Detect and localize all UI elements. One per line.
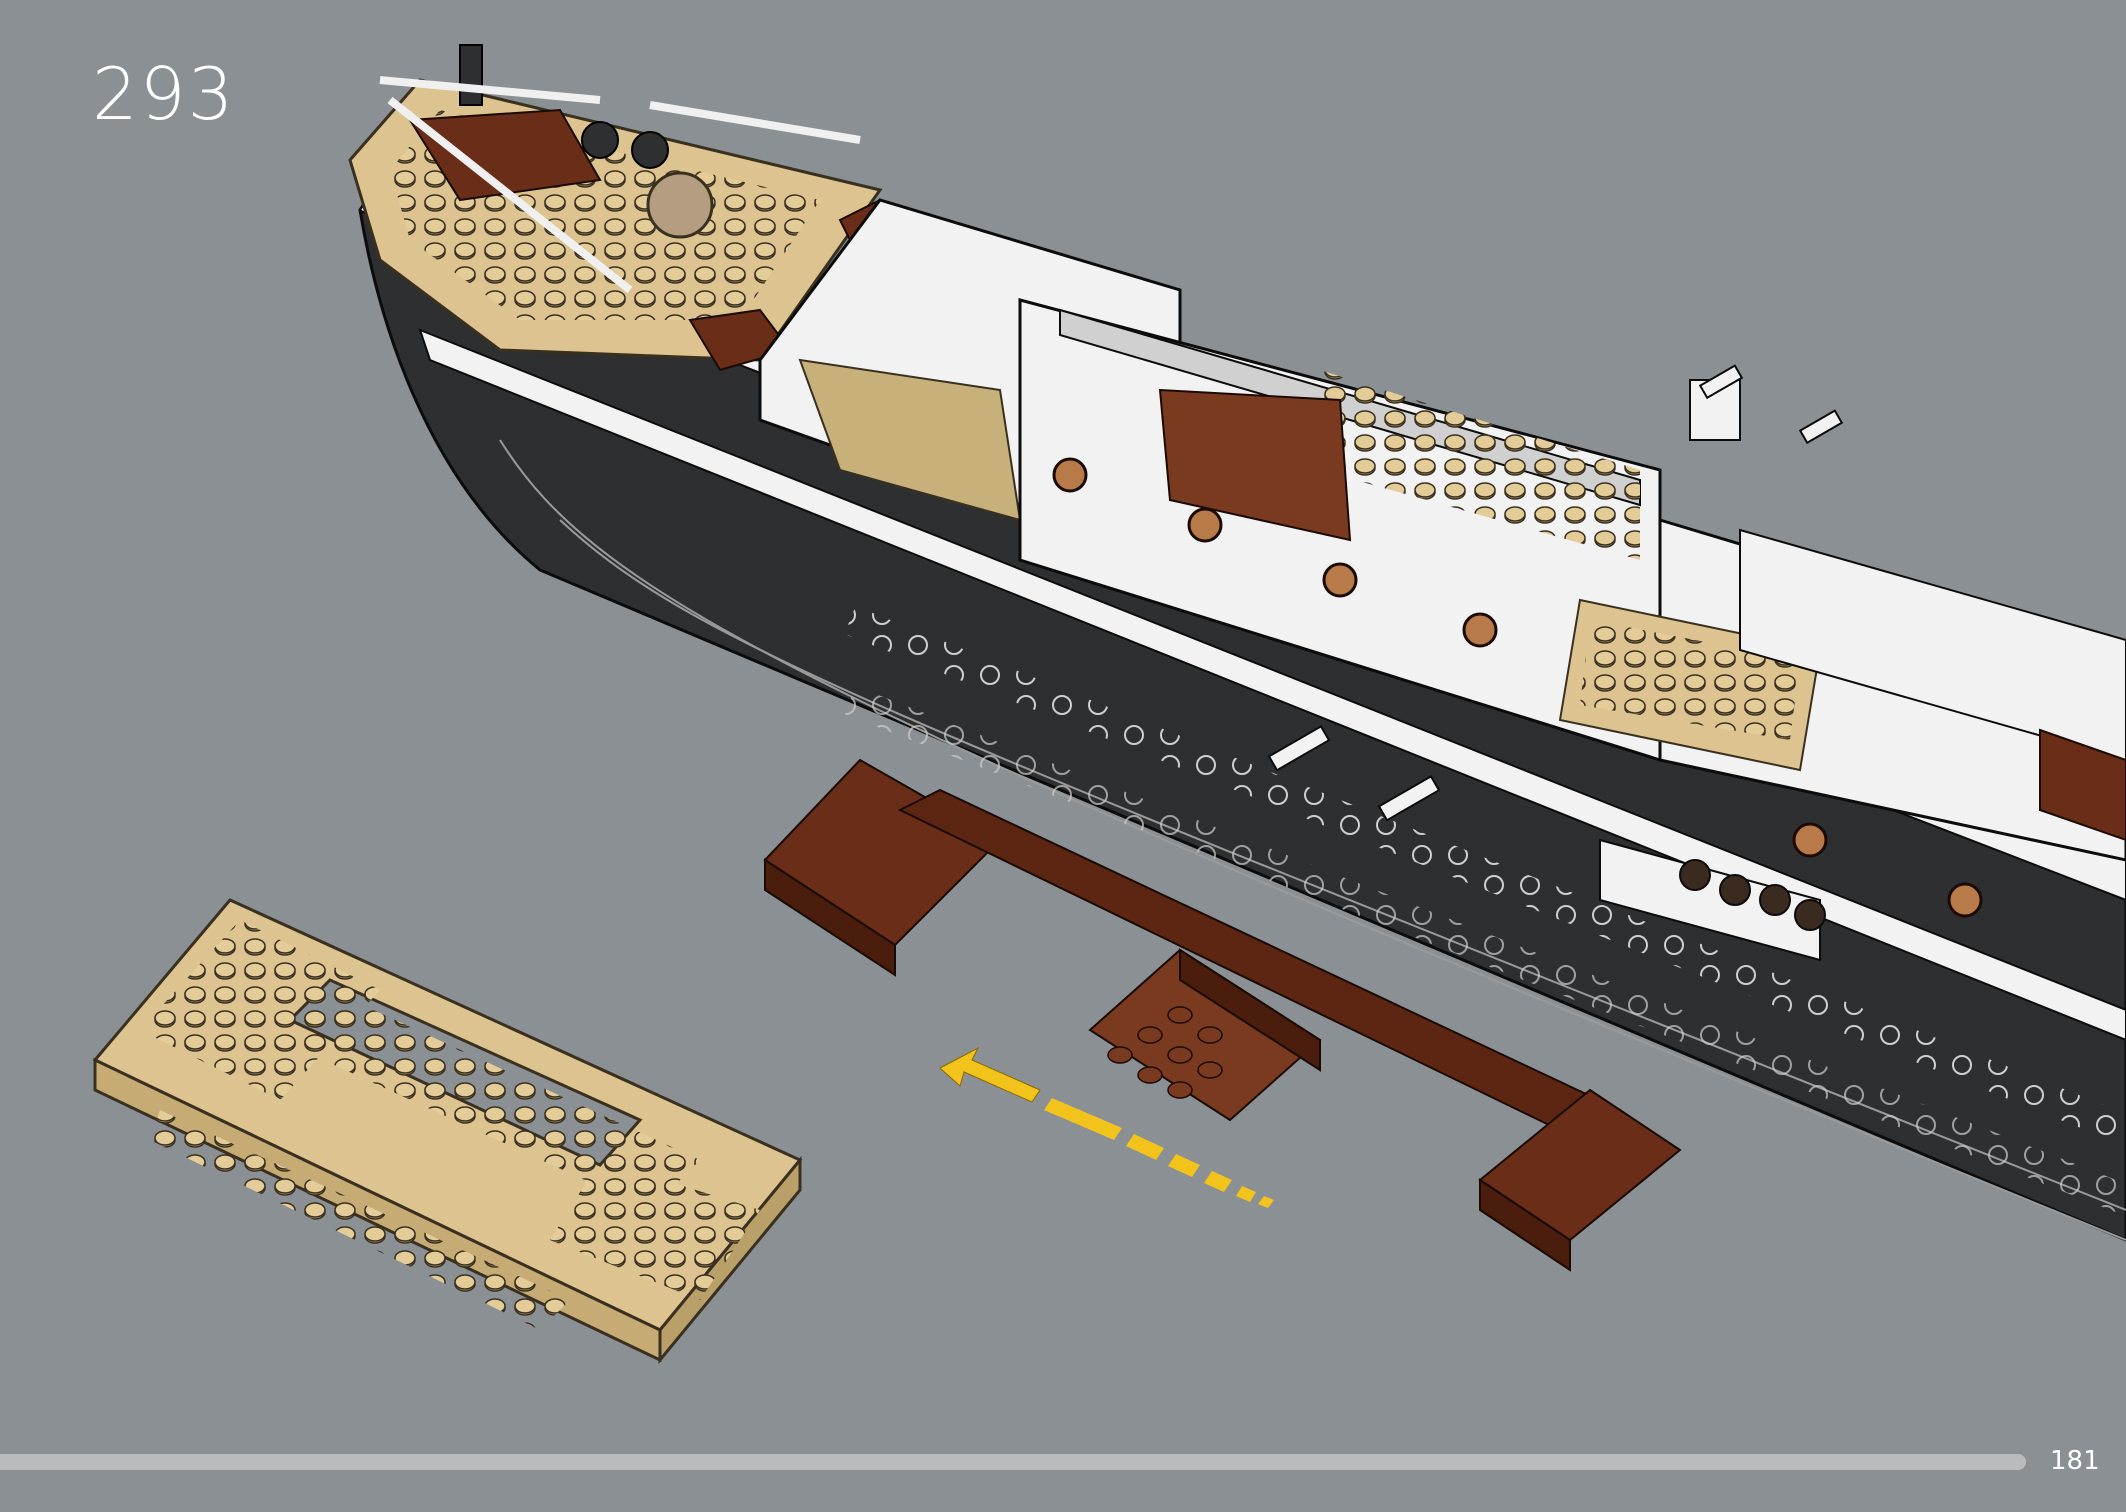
main-deck (758, 198, 2126, 962)
progress-bar (0, 1454, 2026, 1470)
tan-frame-part (92, 898, 803, 1365)
arrow-left-icon (939, 1046, 1274, 1208)
display-stand (763, 758, 1682, 1272)
step-number: 293 (92, 52, 236, 136)
page-number: 181 (2050, 1446, 2100, 1476)
